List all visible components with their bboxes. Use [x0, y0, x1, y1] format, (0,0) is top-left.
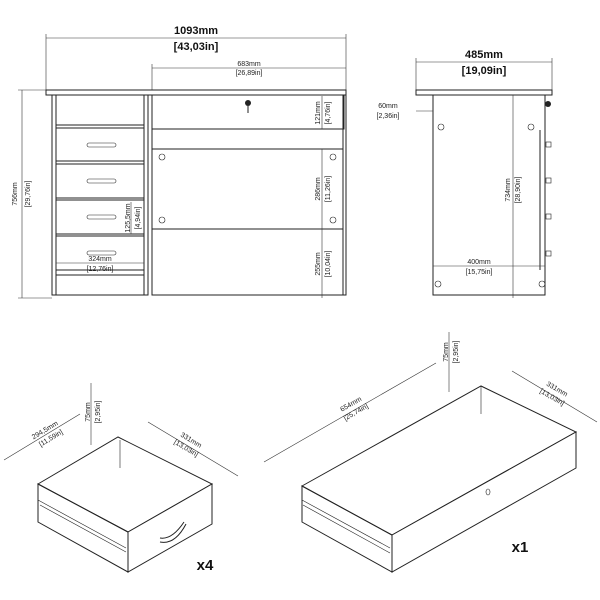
- top-drawer-height-mm: 121mm: [315, 101, 322, 125]
- inner-height-in: [28,90in]: [515, 177, 522, 204]
- overall-height-mm: 756mm: [12, 182, 19, 206]
- side-view: 485mm [19,09in] 60mm [2,36in] 734mm [28,…: [377, 49, 553, 298]
- small-drawer-quantity: x4: [197, 557, 214, 574]
- large-drawer-height-mm: 75mm: [443, 342, 450, 362]
- lock-icon: [245, 100, 251, 106]
- small-drawer-height-in: [2,95in]: [95, 400, 102, 423]
- side-drawer-height-mm: 125,5mm: [125, 203, 132, 232]
- side-drawer-width-mm: 324mm: [88, 256, 112, 263]
- side-drawer-width-in: [12,76in]: [87, 266, 114, 273]
- small-drawer-height-mm: 75mm: [85, 402, 92, 422]
- large-drawer-quantity: x1: [512, 539, 529, 556]
- top-overhang-mm: 60mm: [378, 103, 398, 110]
- top-drawer-height-in: [4,76in]: [325, 101, 332, 124]
- drawer-section-width-mm: 683mm: [237, 61, 261, 68]
- overall-height-in: [29,76in]: [25, 181, 32, 208]
- modesty-panel-height-in: [11,26in]: [325, 176, 332, 202]
- overall-width-in: [43,03in]: [174, 41, 219, 53]
- base-depth-mm: 400mm: [467, 259, 491, 266]
- small-drawer: 75mm [2,95in] 294,5mm [11,59in] 331mm [1…: [3, 383, 239, 574]
- overall-depth-mm: 485mm: [465, 49, 503, 61]
- side-drawer-height-in: [4,94in]: [135, 206, 142, 229]
- base-depth-in: [15,75in]: [466, 269, 493, 276]
- inner-height-mm: 734mm: [505, 178, 512, 202]
- front-view: 1093mm [43,03in] 683mm [26,89in]: [12, 25, 347, 299]
- key-icon: [545, 101, 551, 107]
- large-drawer: 75mm [2,95in] 654mm [25,74in] 331mm [13,…: [263, 332, 598, 573]
- drawer-section-width-in: [26,89in]: [236, 70, 263, 77]
- leg-clearance-mm: 255mm: [315, 252, 322, 276]
- overall-width-mm: 1093mm: [174, 25, 218, 37]
- top-overhang-in: [2,36in]: [377, 113, 400, 120]
- leg-clearance-in: [10,04in]: [325, 251, 332, 278]
- modesty-panel-height-mm: 286mm: [315, 177, 322, 201]
- large-drawer-height-in: [2,95in]: [453, 340, 460, 363]
- overall-depth-in: [19,09in]: [462, 65, 507, 77]
